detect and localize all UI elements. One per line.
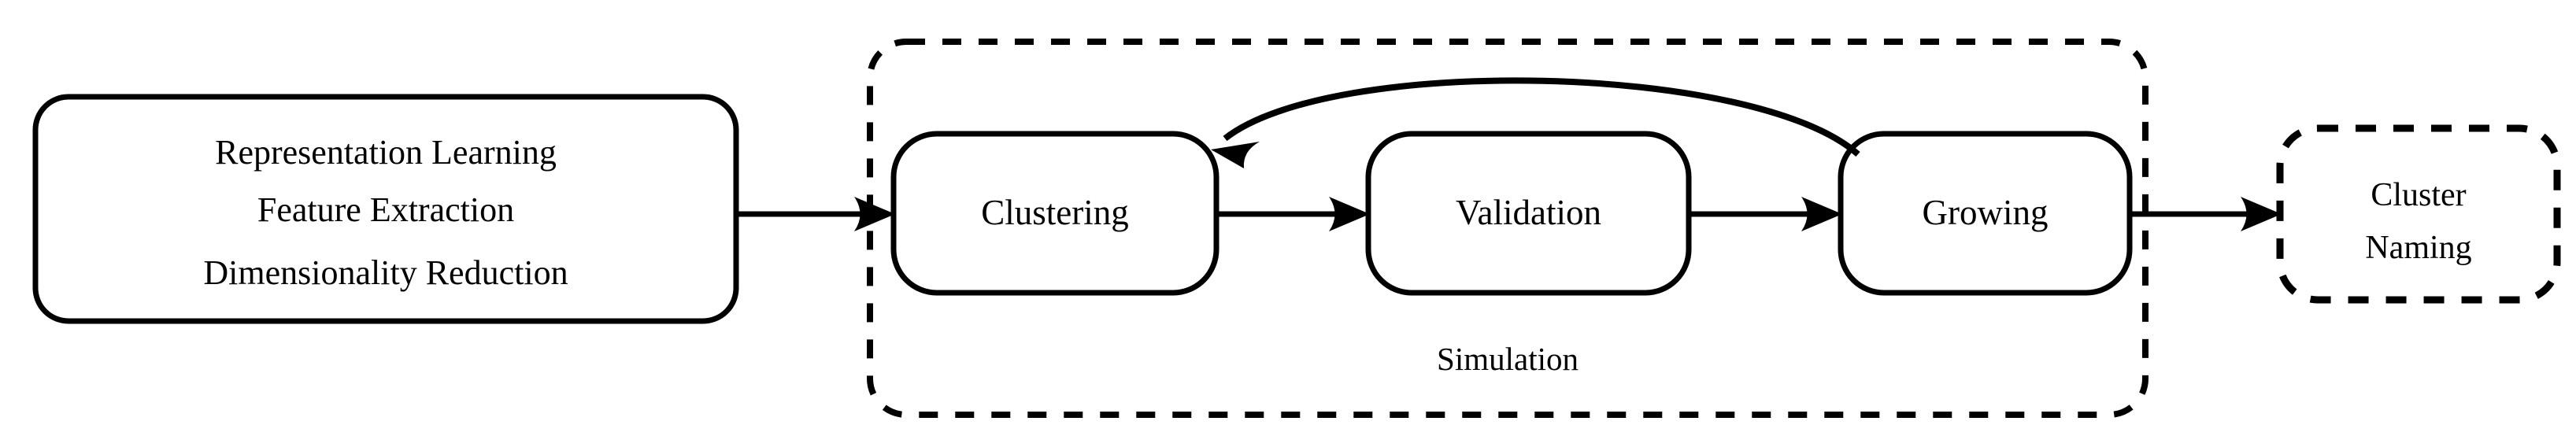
clustering-label: Clustering [981,193,1129,232]
cluster-naming-line-1: Cluster [2371,177,2467,213]
validation-label: Validation [1456,193,1601,232]
edge-growing-to-clustering-feedback [1211,77,1860,168]
growing-label: Growing [1922,193,2049,232]
representation-learning-line-2: Feature Extraction [257,190,515,229]
edge-clustering-to-validation [1216,197,1370,231]
representation-learning-line-1: Representation Learning [215,133,557,172]
edge-representation-to-clustering [736,197,895,231]
representation-learning-line-3: Dimensionality Reduction [203,253,568,292]
simulation-group-label: Simulation [1437,341,1579,377]
edge-validation-to-growing [1689,197,1842,231]
simulation-group-border [867,39,2149,418]
cluster-naming-line-2: Naming [2365,230,2472,266]
representation-learning-box[interactable] [32,94,739,324]
edge-growing-to-cluster-naming [2130,197,2282,231]
